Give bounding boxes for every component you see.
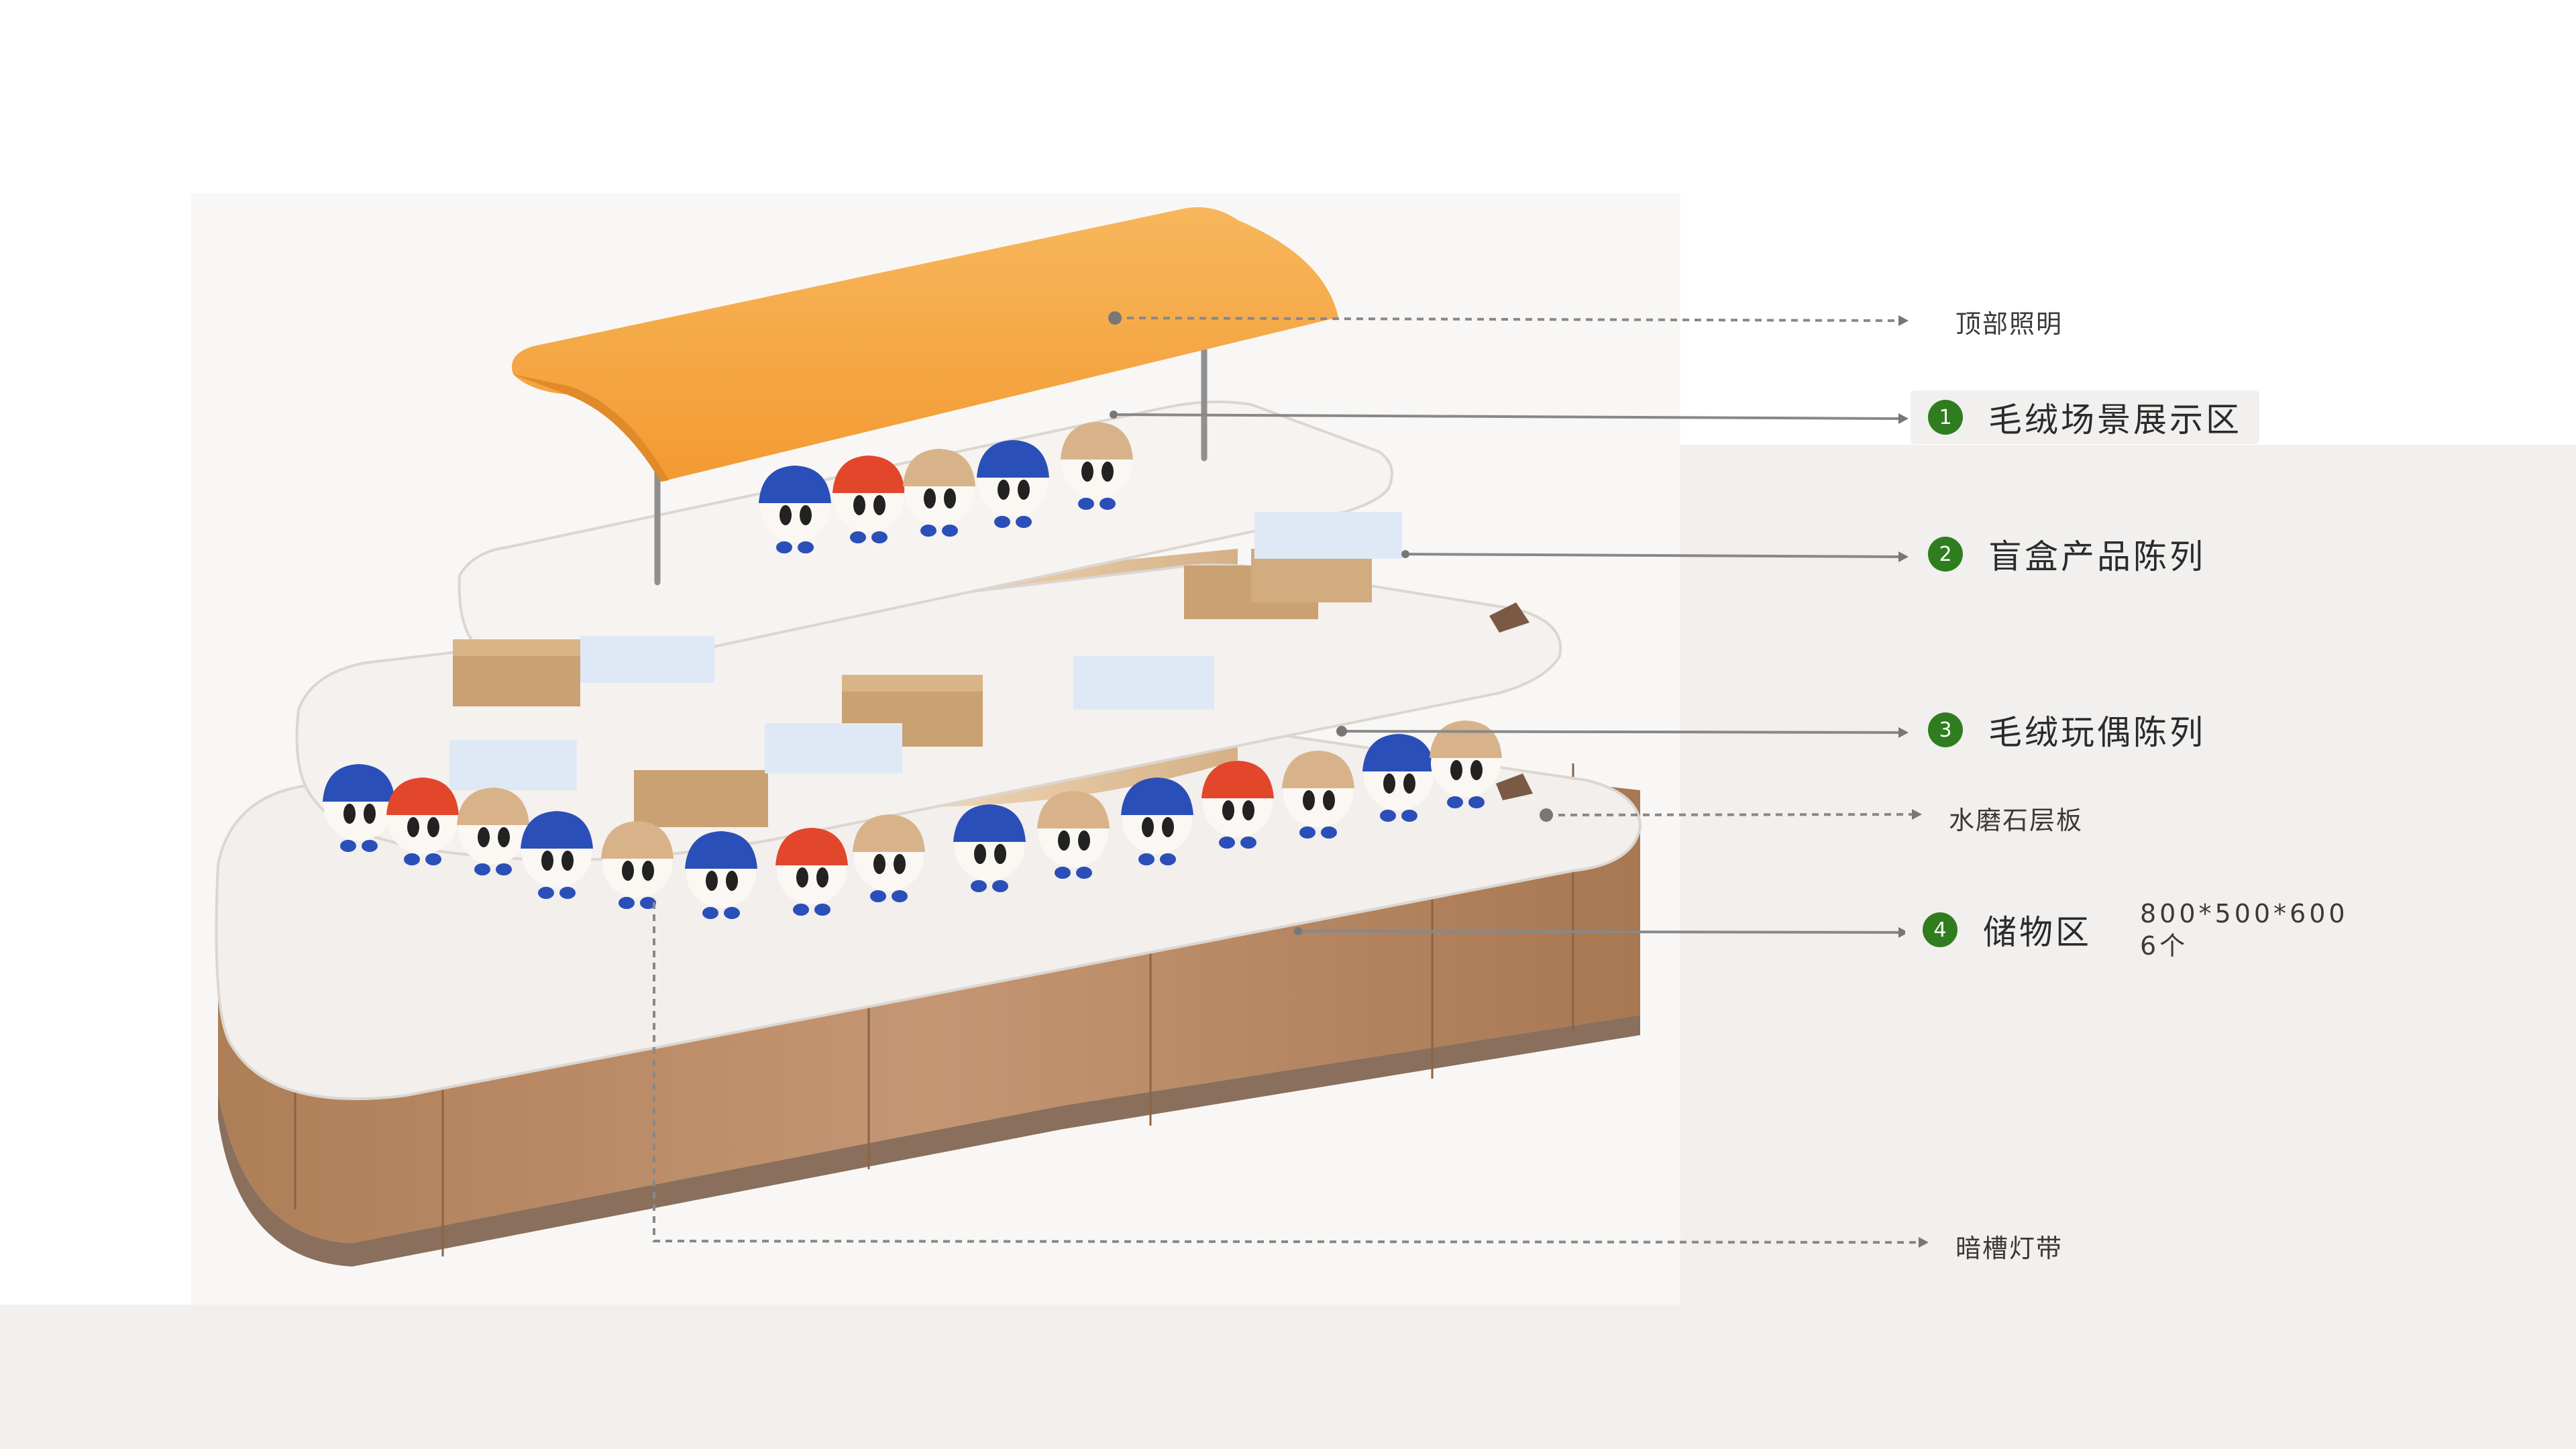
- background-bottom-panel: [0, 1305, 1680, 1449]
- label-plush-scene: 1 毛绒场景展示区: [1911, 390, 2259, 444]
- plush-figure-icon: [953, 804, 1026, 892]
- plush-figure-icon: [759, 466, 831, 553]
- plush-figure-icon: [1061, 422, 1133, 510]
- label-terrazzo: 水磨石层板: [1949, 806, 2084, 835]
- label-cove-light: 暗槽灯带: [1955, 1234, 2063, 1263]
- plush-figure-icon: [601, 821, 674, 909]
- plush-figure-icon: [386, 777, 459, 865]
- plush-figure-icon: [1362, 734, 1435, 822]
- label-plush-toy: 3 毛绒玩偶陈列: [1911, 703, 2223, 757]
- plush-figure-icon: [1201, 761, 1274, 849]
- plush-figure-icon: [977, 440, 1049, 528]
- label-blind-box-text: 盲盒产品陈列: [1988, 537, 2206, 576]
- plush-figure-icon: [833, 455, 905, 543]
- storage-spec-size: 800*500*600: [2140, 899, 2349, 928]
- blind-box-icon: [449, 512, 1402, 827]
- plush-figure-icon: [323, 764, 395, 852]
- plush-figure-icon: [1430, 720, 1502, 808]
- storage-spec-count: 6个: [2140, 931, 2189, 961]
- plush-figures: [323, 422, 1502, 919]
- price-tag-icon: [1489, 602, 1533, 800]
- plush-figure-icon: [853, 814, 925, 902]
- label-storage: 4 储物区: [1905, 903, 2109, 957]
- badge-3: 3: [1928, 712, 1963, 747]
- label-plush-toy-text: 毛绒玩偶陈列: [1988, 713, 2206, 752]
- label-top-lighting: 顶部照明: [1955, 309, 2063, 339]
- badge-1: 1: [1928, 400, 1963, 435]
- plush-figure-icon: [1282, 751, 1354, 839]
- plush-figure-icon: [1121, 777, 1193, 865]
- storage-spec: 800*500*600 6个: [2140, 898, 2349, 962]
- label-plush-scene-text: 毛绒场景展示区: [1988, 400, 2242, 439]
- badge-4: 4: [1923, 912, 1957, 947]
- plush-figure-icon: [685, 831, 757, 919]
- label-storage-text: 储物区: [1983, 913, 2092, 952]
- label-blind-box: 2 盲盒产品陈列: [1911, 527, 2223, 581]
- background-right-panel: [1680, 445, 2576, 1449]
- plush-figure-icon: [521, 811, 593, 899]
- plush-figure-icon: [1037, 791, 1110, 879]
- plush-figure-icon: [457, 788, 529, 875]
- canopy: [512, 207, 1338, 482]
- badge-2: 2: [1928, 537, 1963, 572]
- plush-figure-icon: [903, 449, 975, 537]
- display-island-render: [215, 207, 1642, 1267]
